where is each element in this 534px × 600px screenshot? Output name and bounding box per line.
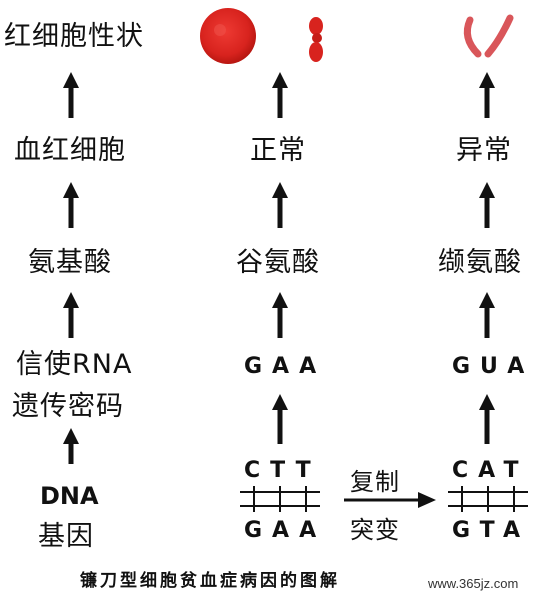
dna-strand-middle — [240, 486, 320, 512]
normal-red-cell-icon — [200, 8, 256, 64]
dna-label: DNA — [40, 482, 99, 510]
mutant-codon: GUA — [452, 354, 534, 379]
mutant-dna-top: CAT — [452, 458, 529, 483]
replication-label: 复制 — [350, 468, 400, 496]
rbc-label: 血红细胞 — [14, 135, 126, 166]
mutation-label: 突变 — [350, 516, 400, 544]
trait-label: 红细胞性状 — [4, 21, 144, 52]
dna-strand-right — [448, 486, 528, 512]
normal-codon: GAA — [244, 354, 327, 379]
normal-status-label: 正常 — [250, 135, 306, 166]
sickle-cell-icon — [463, 14, 514, 58]
diagram-caption: 镰刀型细胞贫血症病因的图解 — [80, 571, 340, 591]
left-amino-acid-label: 氨基酸 — [28, 247, 112, 278]
abnormal-status-label: 异常 — [456, 135, 512, 166]
glutamic-acid-label: 谷氨酸 — [236, 247, 320, 278]
mutant-dna-bottom: GTA — [452, 518, 530, 543]
arrows-left-column — [63, 72, 79, 464]
normal-dna-bottom: GAA — [244, 518, 327, 543]
arrows-middle-column — [272, 72, 288, 444]
genetic-code-label: 遗传密码 — [12, 391, 124, 422]
mrna-label: 信使RNA — [16, 349, 133, 380]
arrows-right-column — [479, 72, 495, 444]
normal-cell-side-icon — [309, 17, 323, 62]
gene-label: 基因 — [38, 521, 94, 552]
watermark: www.365jz.com — [428, 576, 519, 591]
mutation-arrow — [344, 492, 436, 508]
normal-dna-top: CTT — [244, 458, 321, 483]
valine-label: 缬氨酸 — [438, 247, 522, 278]
